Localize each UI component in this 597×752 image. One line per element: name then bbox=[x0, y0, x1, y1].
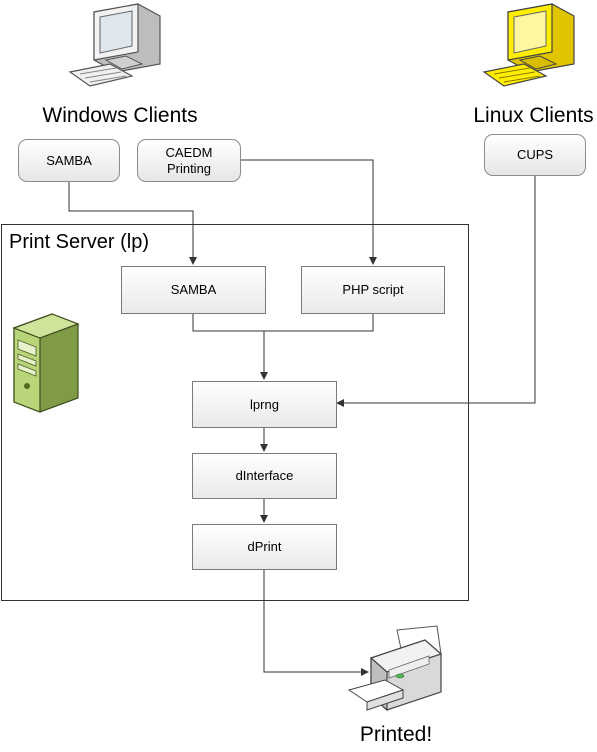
edge-samba-server-merge bbox=[192, 314, 264, 332]
cups-node: CUPS bbox=[484, 134, 586, 176]
linux-computer-icon bbox=[482, 3, 575, 87]
edge-php-script-merge bbox=[264, 314, 374, 332]
windows-clients-label: Windows Clients bbox=[42, 104, 198, 127]
dprint-node: dPrint bbox=[192, 524, 337, 570]
windows-computer-icon bbox=[68, 3, 161, 87]
samba-client-node: SAMBA bbox=[18, 139, 120, 182]
edge-cups-to-lprng bbox=[336, 176, 536, 407]
linux-clients-label: Linux Clients bbox=[473, 104, 594, 127]
caedm-printing-node: CAEDM Printing bbox=[137, 139, 241, 182]
printer-icon bbox=[347, 625, 443, 712]
server-tower-icon bbox=[12, 313, 80, 413]
edge-dprint-to-printer bbox=[263, 570, 369, 676]
printed-label: Printed! bbox=[359, 723, 433, 746]
print-server-title: Print Server (lp) bbox=[9, 231, 150, 253]
edge-caedm-to-php-script bbox=[241, 159, 377, 265]
samba-server-node: SAMBA bbox=[121, 266, 266, 314]
php-script-node: PHP script bbox=[301, 266, 445, 314]
edge-samba-client-to-samba-server bbox=[68, 182, 197, 265]
lprng-node: lprng bbox=[192, 381, 337, 428]
print-server-frame bbox=[1, 224, 469, 601]
dinterface-node: dInterface bbox=[192, 453, 337, 499]
